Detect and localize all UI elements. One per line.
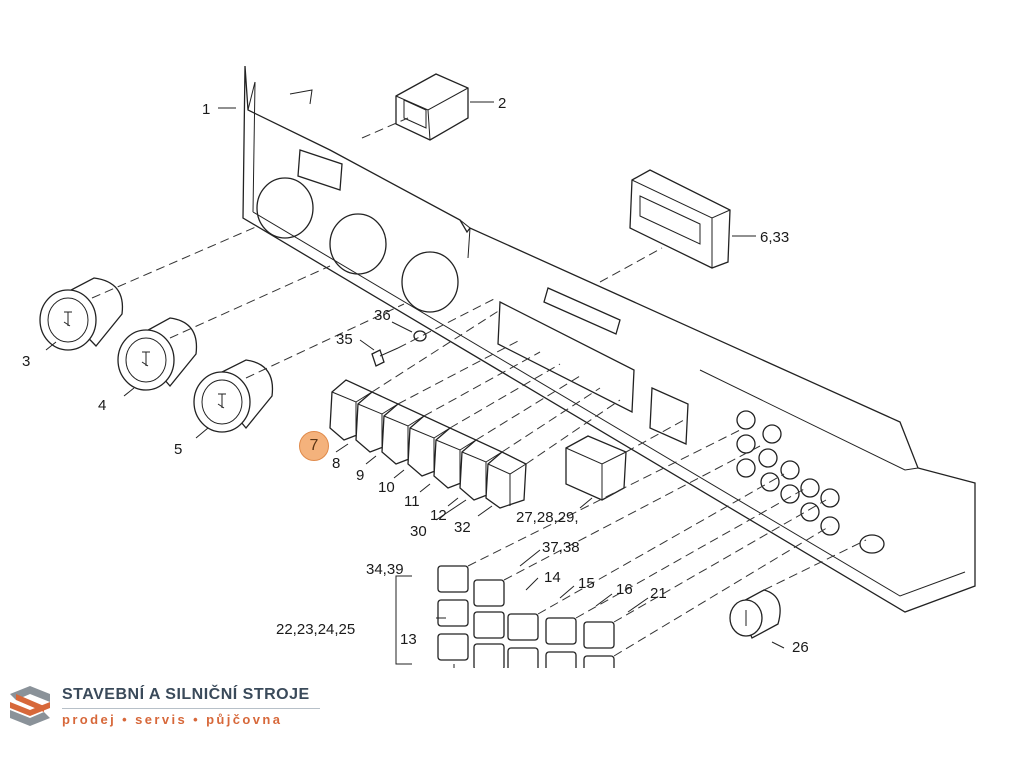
screw-35 — [371, 347, 399, 367]
label-part-2: 2 — [498, 95, 506, 112]
part-labels: 1 2 6,33 3 4 5 8 9 10 11 12 30 32 27,28,… — [22, 95, 809, 732]
company-tagline: prodej • servis • půjčovna — [62, 712, 283, 727]
highlight-marker[interactable] — [299, 431, 329, 461]
label-part-4: 4 — [98, 397, 106, 414]
branding-footer — [0, 668, 1024, 768]
label-part-26: 26 — [792, 639, 809, 656]
label-part-27: 27,28,29, — [516, 509, 579, 526]
label-part-12: 12 — [430, 507, 447, 524]
label-part-11: 11 — [404, 493, 420, 510]
label-part-8: 8 — [332, 455, 340, 472]
company-name: STAVEBNÍ A SILNIČNÍ STROJE — [62, 686, 310, 703]
company-logo-icon — [10, 686, 50, 726]
label-part-16: 16 — [616, 581, 633, 598]
label-part-9: 9 — [356, 467, 364, 484]
label-part-7[interactable]: 7 — [309, 437, 319, 454]
label-part-6: 6,33 — [760, 229, 789, 246]
label-part-30: 30 — [410, 523, 427, 540]
label-part-5: 5 — [174, 441, 182, 458]
label-part-10: 10 — [378, 479, 395, 496]
relay-27 — [565, 435, 627, 501]
label-part-15: 15 — [578, 575, 595, 592]
label-part-36: 36 — [374, 307, 391, 324]
label-part-1: 1 — [202, 101, 210, 118]
label-part-3: 3 — [22, 353, 30, 370]
part-2-bracket — [361, 73, 469, 141]
label-part-14: 14 — [544, 569, 561, 586]
label-part-32: 32 — [454, 519, 471, 536]
gauge-4 — [117, 317, 198, 391]
label-part-21: 21 — [650, 585, 667, 602]
nut-36 — [413, 330, 427, 342]
indicator-26 — [729, 589, 781, 639]
divider — [62, 708, 320, 709]
label-part-34: 34,39 — [366, 561, 404, 578]
label-part-13: 13 — [400, 631, 417, 648]
gauge-3 — [39, 277, 124, 351]
part-6-display-module — [599, 169, 731, 283]
gauge-5 — [193, 359, 274, 433]
dashboard-panel — [242, 65, 976, 613]
label-part-37: 37,38 — [542, 539, 580, 556]
rocker-switch-row — [329, 379, 527, 509]
label-part-22: 22,23,24,25 — [276, 621, 355, 638]
label-part-35: 35 — [336, 331, 353, 348]
pushbutton-grid — [437, 565, 615, 683]
